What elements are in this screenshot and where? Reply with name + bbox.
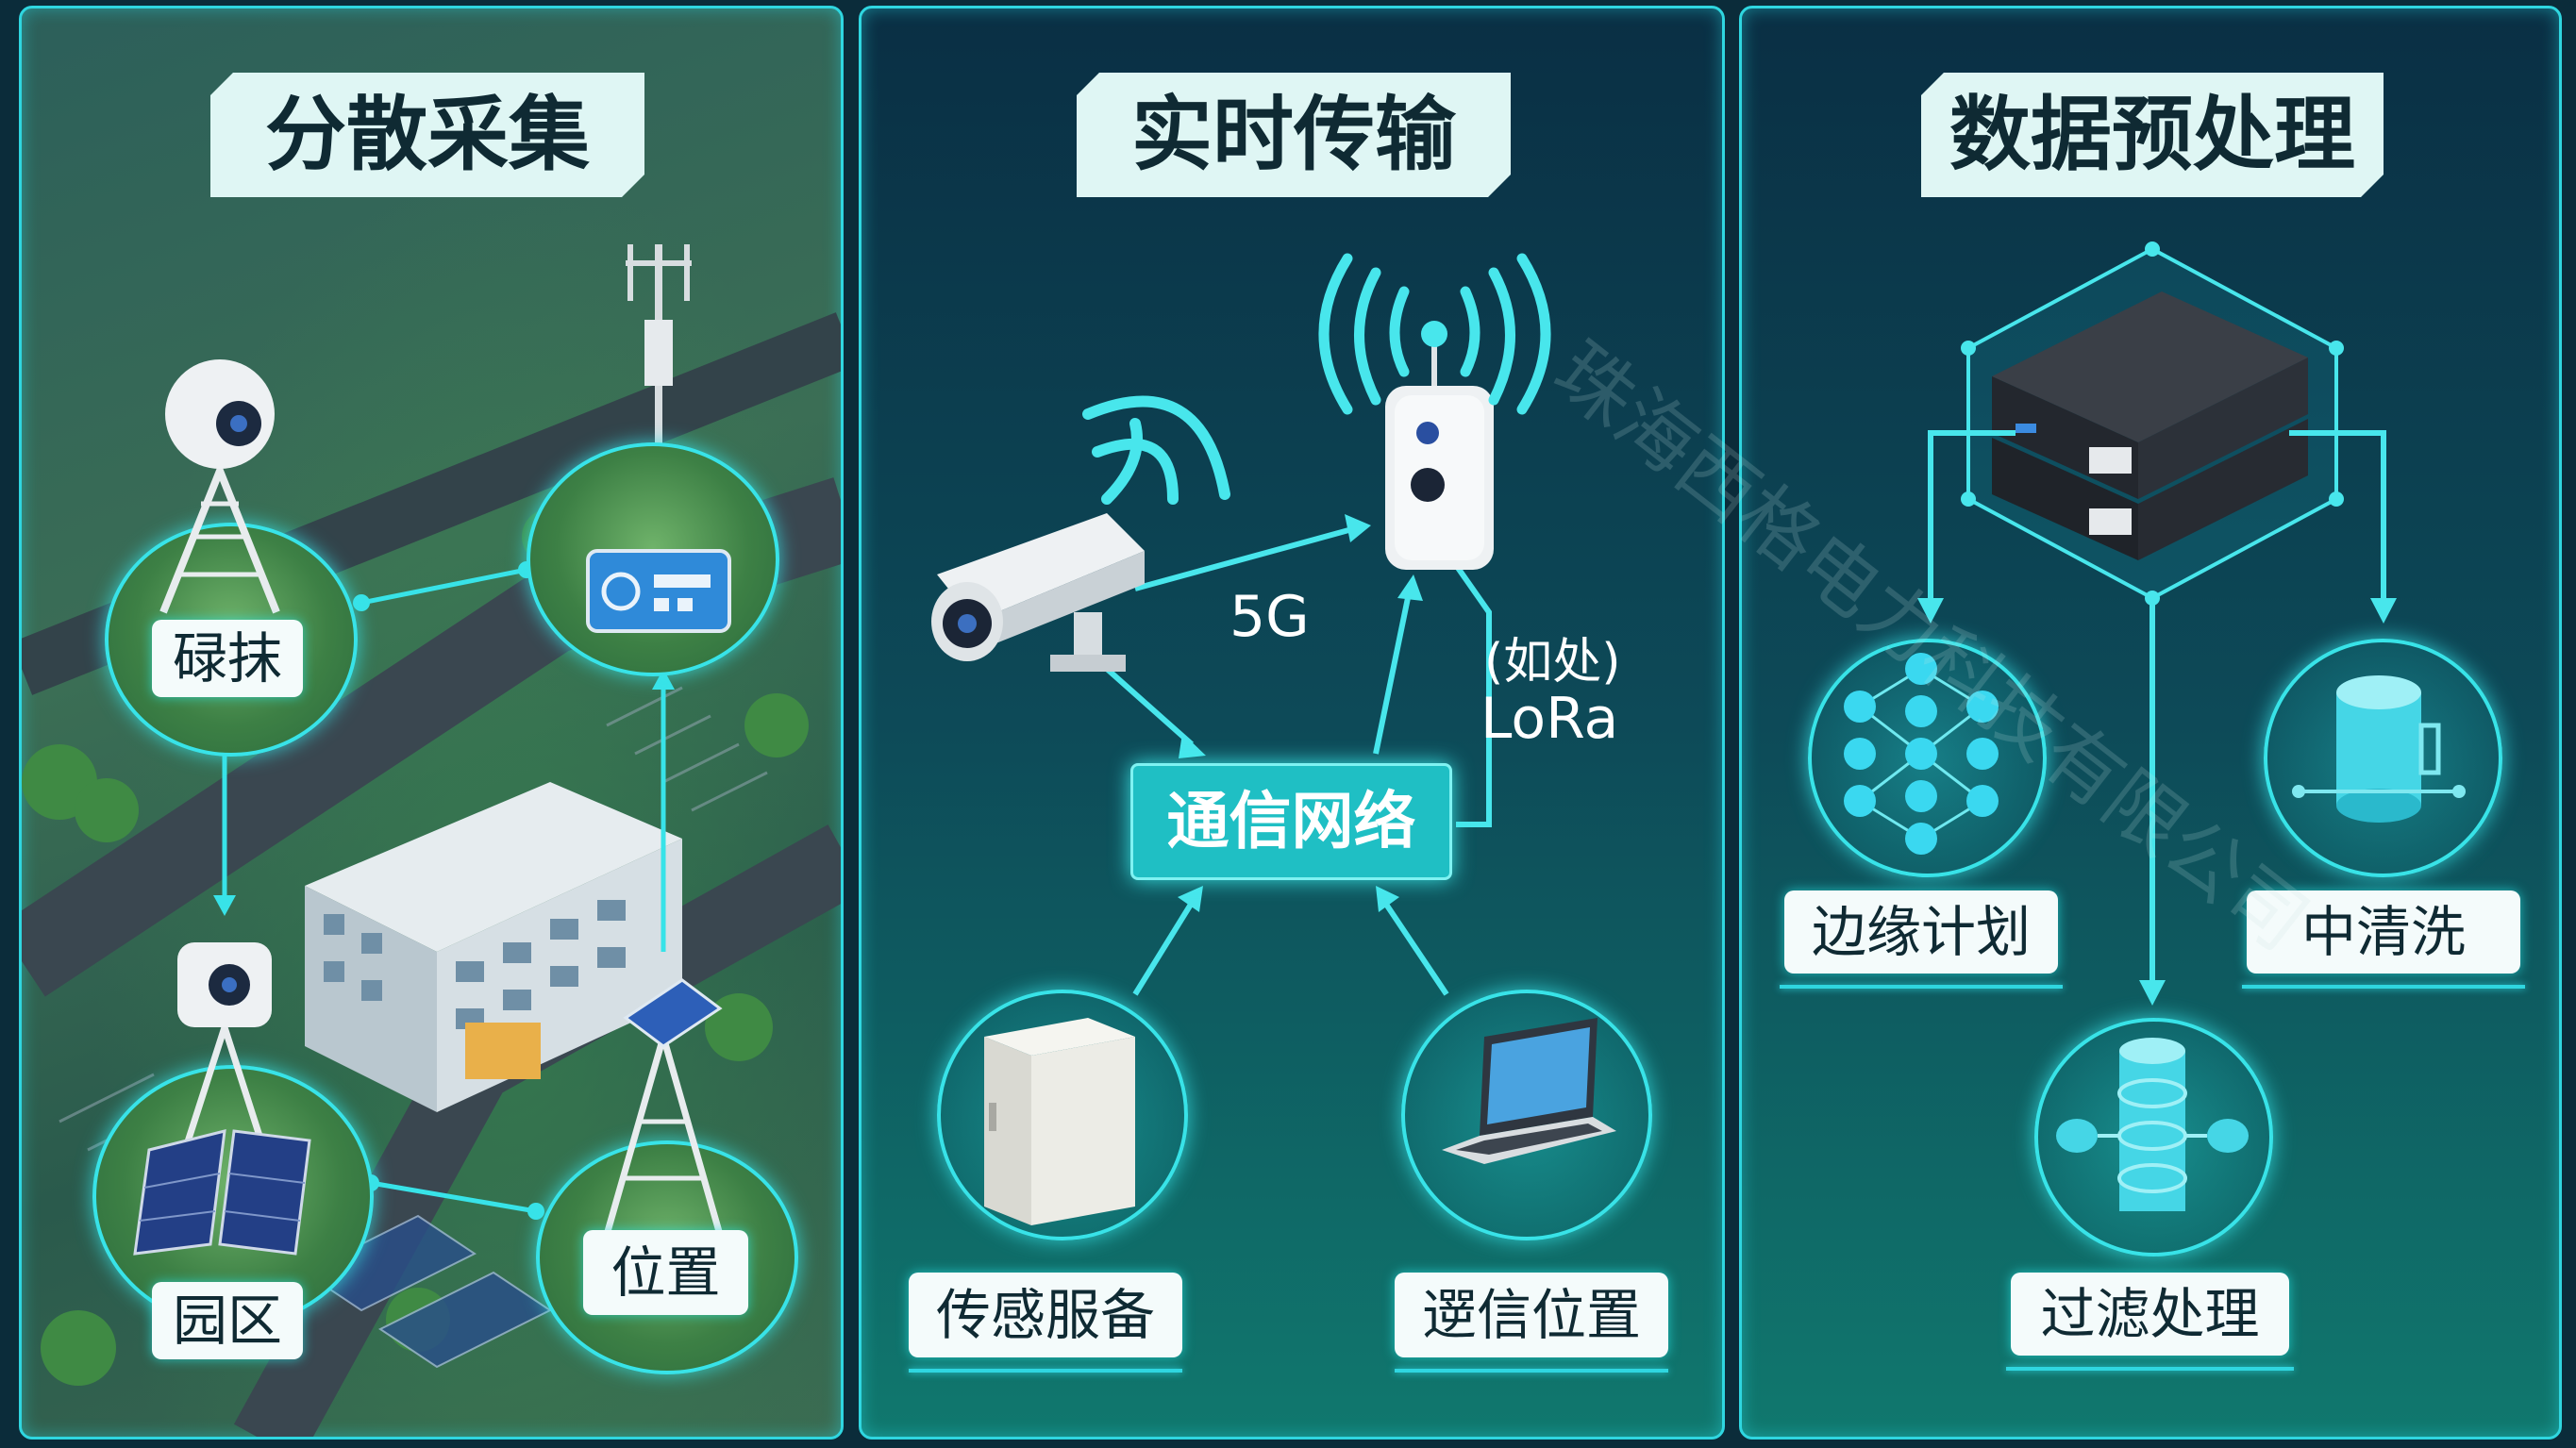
panel-realtime-transmission: 实时传输: [859, 6, 1725, 1440]
panel-title: 实时传输: [1077, 73, 1511, 197]
panel-distributed-collection: 分散采集: [19, 6, 844, 1440]
arrow-head: [1345, 514, 1371, 542]
solar-panel-icon: [133, 1129, 311, 1256]
underline: [2006, 1367, 2294, 1371]
camera-tower-icon: [177, 942, 272, 1161]
database-stack-icon: [2056, 1038, 2249, 1211]
node-label-1: 碌抹: [152, 620, 303, 697]
edge-server-icon: [1992, 291, 2308, 560]
laptop-icon: [1442, 1018, 1616, 1164]
node-label-filter: 过滤处理: [2011, 1273, 2289, 1356]
node-label-3: 位置: [583, 1230, 748, 1315]
node-label-edge-compute: 边缘计划: [1784, 890, 2058, 974]
radio-wave-icon: [1318, 253, 1551, 415]
office-building: [305, 782, 682, 1112]
underline: [1780, 985, 2063, 989]
node-label-sensor-device: 传感服备: [909, 1273, 1182, 1357]
gateway-device-icon: [1385, 321, 1494, 570]
node-label-cleaning: 中清洗: [2247, 890, 2520, 974]
communication-network-box[interactable]: 通信网络: [1130, 763, 1452, 880]
solar-tower-icon: [603, 978, 724, 1236]
underline: [909, 1369, 1182, 1373]
link-label-lora-note: (如处): [1484, 634, 1621, 691]
underline: [2242, 985, 2525, 989]
cylinder-icon: [2292, 675, 2466, 823]
dome-camera-icon: [159, 359, 280, 614]
panel-title: 分散采集: [210, 73, 644, 197]
panel-title: 数据预处理: [1921, 73, 2384, 197]
bullet-camera-icon: [931, 513, 1145, 672]
wifi-signal-icon: [1082, 395, 1230, 505]
link-label-lora: LoRa: [1480, 686, 1619, 752]
cabinet-icon: [984, 1018, 1135, 1225]
sensor-station-icon: [586, 549, 731, 633]
neural-network-icon: [1844, 653, 1999, 855]
underline: [1395, 1369, 1668, 1373]
node-label-comm-location: 遻信位置: [1395, 1273, 1668, 1357]
link-label-5g: 5G: [1229, 584, 1310, 650]
node-label-2: 园区: [152, 1282, 303, 1359]
panel-data-preprocessing: 数据预处理: [1739, 6, 2562, 1440]
